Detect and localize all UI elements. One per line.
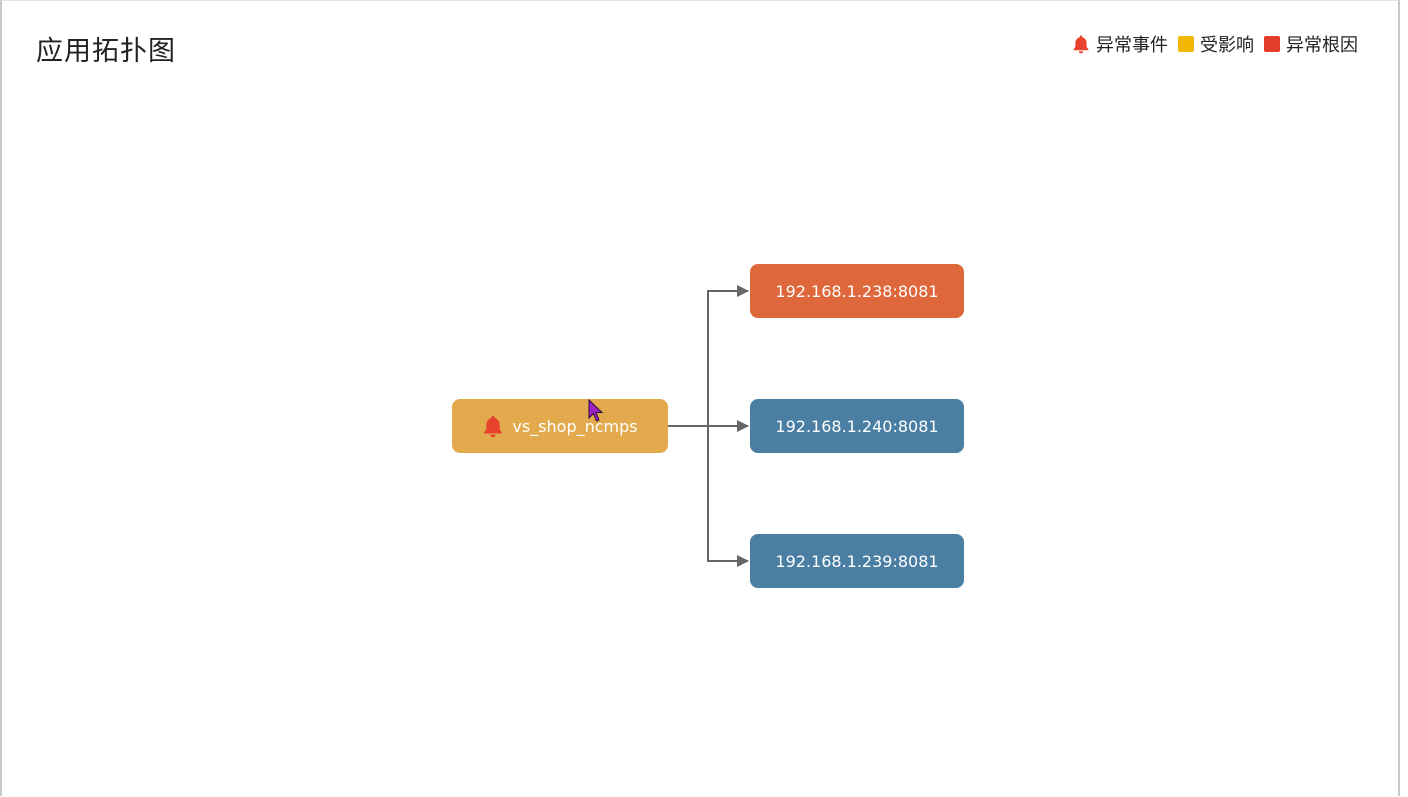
source-node[interactable]: vs_shop_ncmps xyxy=(452,399,668,453)
edge-to-target-1 xyxy=(668,285,749,427)
legend: 异常事件 受影响 异常根因 xyxy=(1062,31,1358,57)
legend-item-affected[interactable]: 受影响 xyxy=(1178,31,1254,57)
target-node-2[interactable]: 192.168.1.240:8081 xyxy=(750,399,964,453)
affected-swatch-icon xyxy=(1178,36,1194,52)
mouse-cursor-icon xyxy=(588,399,604,422)
page-title: 应用拓扑图 xyxy=(36,36,176,67)
root-cause-swatch-icon xyxy=(1264,36,1280,52)
source-node-label: vs_shop_ncmps xyxy=(512,416,638,436)
bell-icon xyxy=(1072,34,1090,54)
edge-to-target-3 xyxy=(668,425,749,567)
target-node-label: 192.168.1.238:8081 xyxy=(775,281,939,301)
legend-label: 异常事件 xyxy=(1096,35,1168,56)
target-node-label: 192.168.1.240:8081 xyxy=(775,416,939,436)
target-node-1[interactable]: 192.168.1.238:8081 xyxy=(750,264,964,318)
legend-label: 受影响 xyxy=(1200,35,1254,56)
legend-label: 异常根因 xyxy=(1286,35,1358,56)
target-node-label: 192.168.1.239:8081 xyxy=(775,551,939,571)
legend-item-root-cause[interactable]: 异常根因 xyxy=(1264,31,1358,57)
bell-icon xyxy=(482,414,504,438)
target-node-3[interactable]: 192.168.1.239:8081 xyxy=(750,534,964,588)
legend-item-alert-event[interactable]: 异常事件 xyxy=(1072,31,1168,57)
